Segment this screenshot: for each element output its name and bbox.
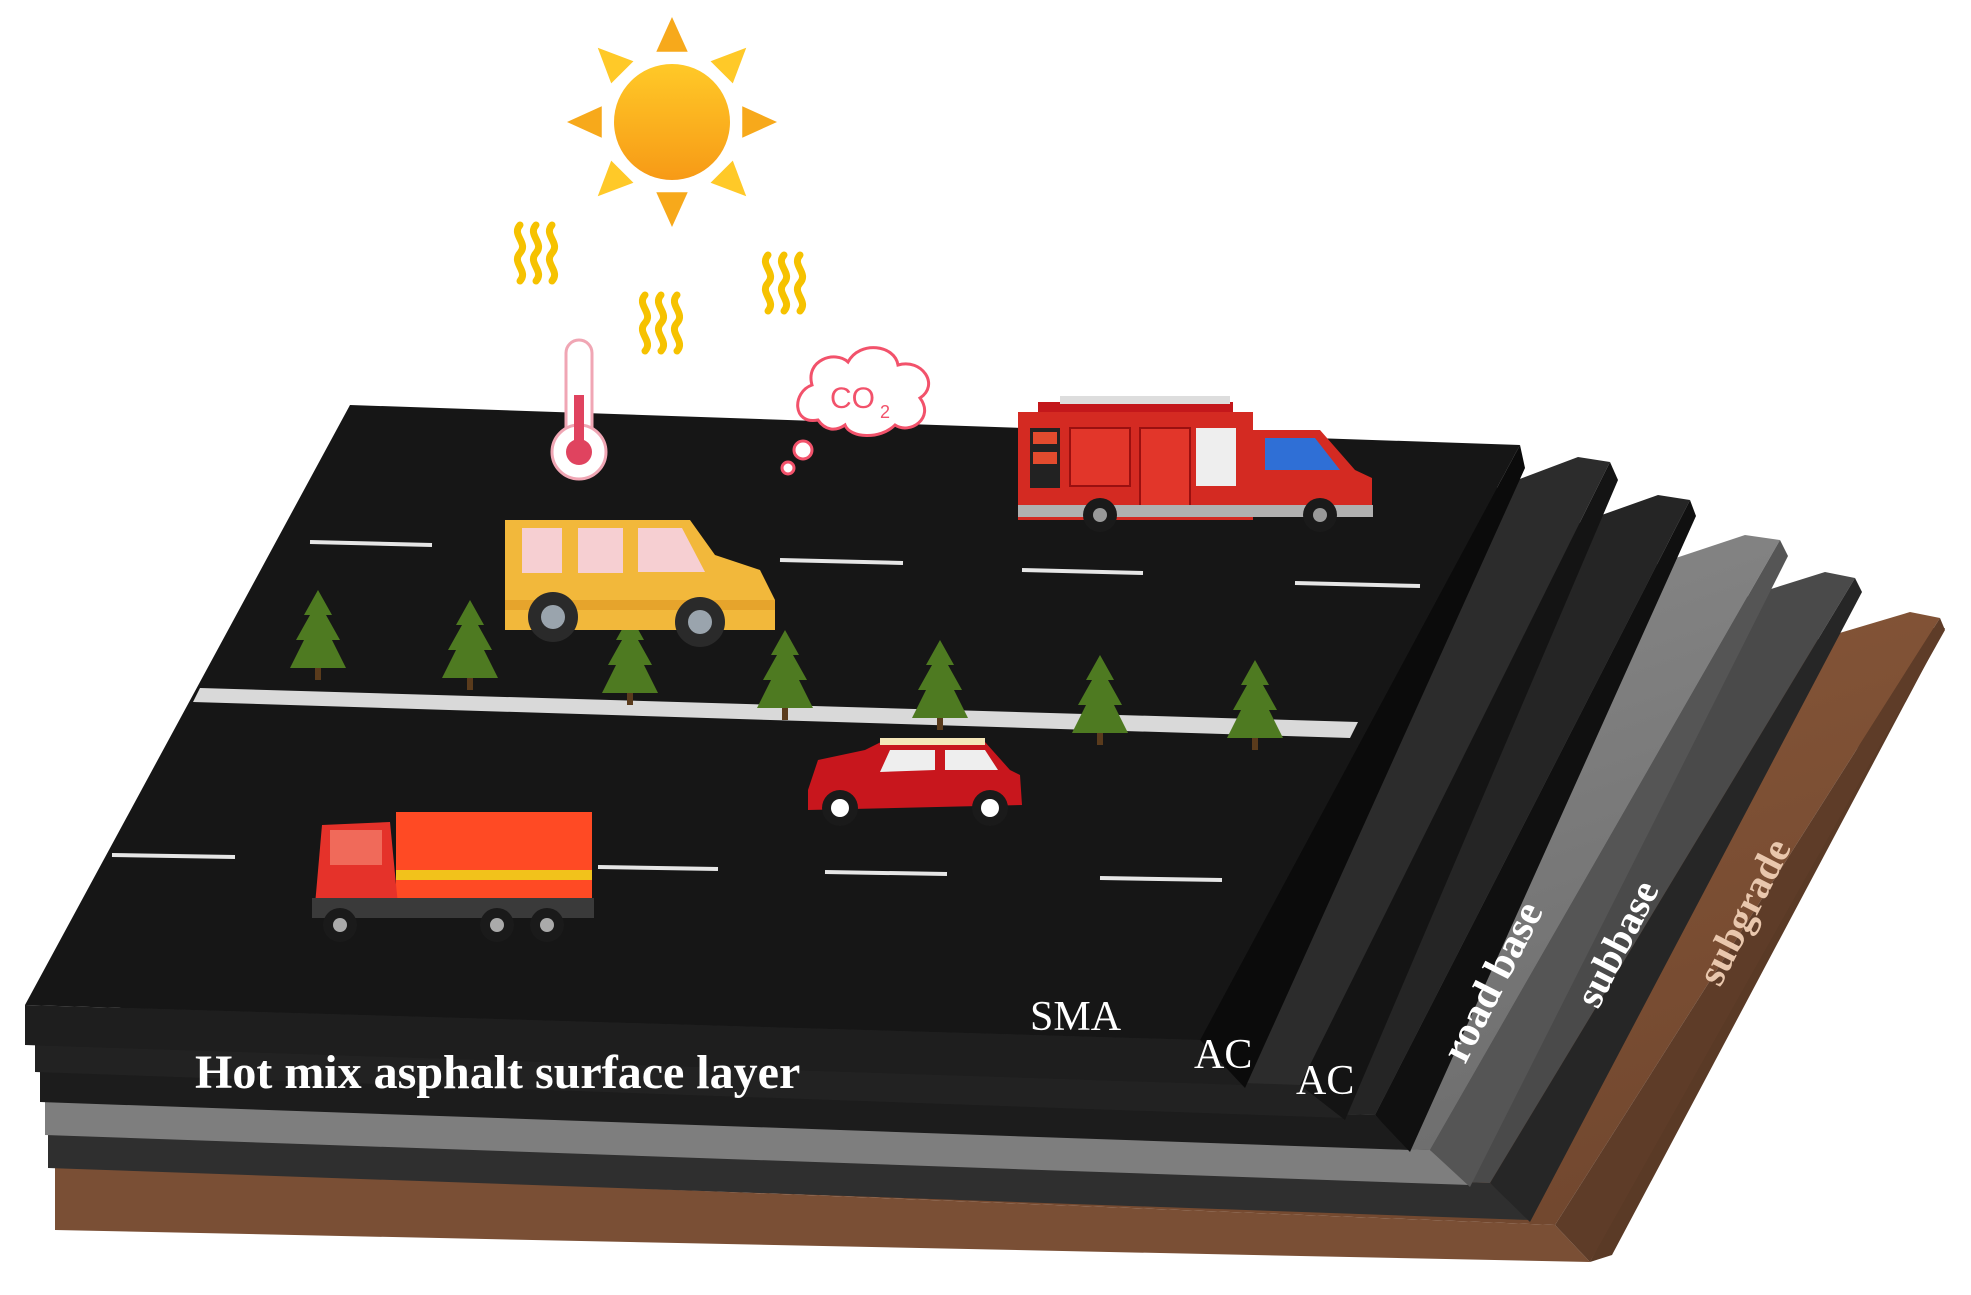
pine-tree-icon	[602, 615, 658, 705]
heat-wave-line	[654, 291, 668, 355]
pine-tree-icon	[1227, 660, 1283, 750]
sun-icon	[567, 17, 777, 227]
sun-ray	[710, 47, 747, 84]
thermometer-icon	[550, 338, 608, 481]
pine-tree-icon	[912, 640, 968, 730]
heat-wave-line	[777, 251, 791, 315]
heat-wave-line	[545, 221, 559, 285]
mini-car-icon	[808, 738, 1022, 826]
heat-wave-line	[793, 251, 807, 315]
co2-subscript: 2	[880, 402, 890, 422]
lane-markings-upper	[309, 540, 1421, 588]
sun-ray	[597, 47, 634, 84]
cargo-truck-icon	[312, 812, 594, 942]
sun-ray	[656, 17, 688, 52]
pine-tree-icon	[442, 600, 498, 690]
van-icon	[505, 520, 775, 647]
sun-ray	[742, 106, 777, 138]
co2-label: CO	[830, 382, 875, 415]
co2-cloud-icon: CO 2	[780, 346, 931, 476]
ac-label-1: AC	[1194, 1032, 1252, 1078]
heat-wave-line	[761, 251, 775, 315]
pine-tree-row	[290, 590, 1283, 750]
heat-wave-line	[670, 291, 684, 355]
fire-truck-icon	[1018, 396, 1373, 532]
sun-ray	[567, 106, 602, 138]
sma-label: SMA	[1030, 994, 1122, 1040]
pine-tree-icon	[1072, 655, 1128, 745]
sun-ray	[710, 160, 747, 197]
lane-markings-lower	[111, 853, 1223, 882]
heat-wave-line	[513, 221, 527, 285]
ac-label-2: AC	[1296, 1058, 1354, 1104]
heat-wave-icon	[513, 221, 807, 355]
heat-wave-line	[529, 221, 543, 285]
pine-tree-icon	[757, 630, 813, 720]
sun-ray	[656, 192, 688, 227]
heat-wave-line	[638, 291, 652, 355]
pine-tree-icon	[290, 590, 346, 680]
sun-ray	[597, 160, 634, 197]
median-strip	[193, 688, 1358, 738]
surface-layer-label: Hot mix asphalt surface layer	[195, 1046, 800, 1099]
